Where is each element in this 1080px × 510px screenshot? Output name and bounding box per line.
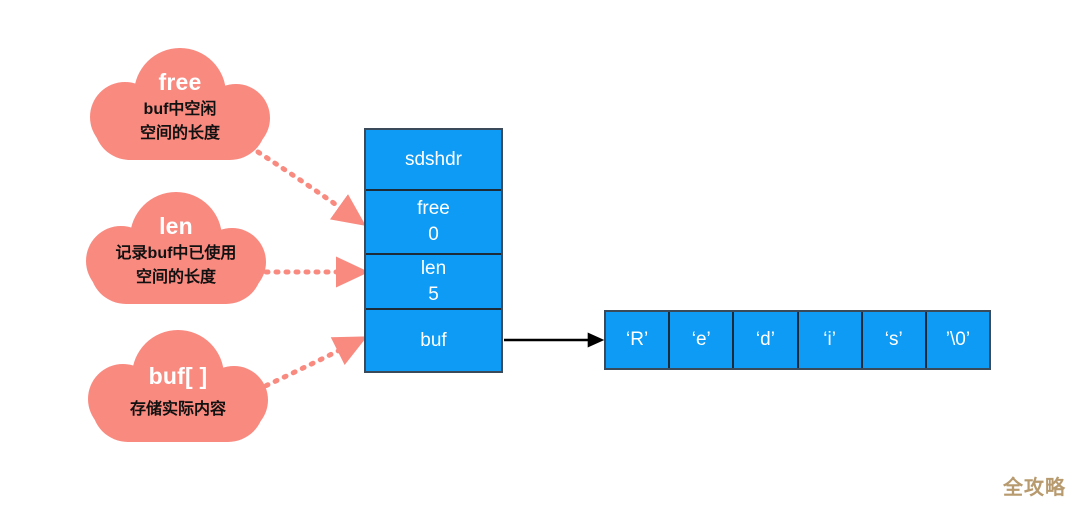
char-array: ‘R’ ‘e’ ‘d’ ‘i’ ‘s’ ’\0’ [604, 310, 991, 370]
annotation-cloud-free: free buf中空闲 空间的长度 [90, 48, 270, 160]
cloud-body-line-1: 记录buf中已使用 [115, 245, 237, 262]
annotation-cloud-buf: buf[ ] 存储实际内容 [88, 330, 268, 442]
char-cell: ‘e’ [670, 312, 735, 368]
char-cell: ‘d’ [734, 312, 799, 368]
char-cell: ‘i’ [798, 312, 863, 368]
watermark: 全攻略 [1003, 477, 1066, 499]
cloud-body-line-2: 空间的长度 [135, 269, 216, 286]
char-cell: ‘R’ [606, 312, 671, 368]
cloud-title-len: len [159, 213, 193, 239]
struct-row-value: 0 [428, 224, 439, 245]
struct-row-label: free [417, 198, 450, 220]
cloud-body-line-1: 存储实际内容 [129, 401, 226, 418]
struct-row-buf: buf [366, 310, 501, 371]
connector-free [255, 149, 366, 226]
struct-row-value: 5 [428, 283, 439, 305]
cloud-base [94, 88, 266, 160]
struct-row-sdshdr: sdshdr [366, 130, 501, 191]
cloud-body-line-2: 空间的长度 [139, 125, 220, 142]
cloud-base [92, 370, 264, 442]
struct-row-len: len 5 [366, 255, 501, 310]
char-cell: ’\0’ [926, 312, 990, 368]
char-cell: ‘s’ [862, 312, 927, 368]
annotation-cloud-len: len 记录buf中已使用 空间的长度 [86, 192, 266, 304]
cloud-title-free: free [158, 69, 202, 95]
cloud-body-line-1: buf中空闲 [143, 101, 217, 118]
cloud-title-buf: buf[ ] [148, 363, 208, 389]
struct-row-free: free 0 [366, 191, 501, 255]
struct-row-label: len [420, 257, 447, 279]
struct-row-label: sdshdr [404, 148, 463, 170]
struct-row-label: buf [420, 329, 447, 351]
sdshdr-struct-box: sdshdr free 0 len 5 buf [364, 128, 503, 373]
cloud-base [90, 232, 262, 304]
